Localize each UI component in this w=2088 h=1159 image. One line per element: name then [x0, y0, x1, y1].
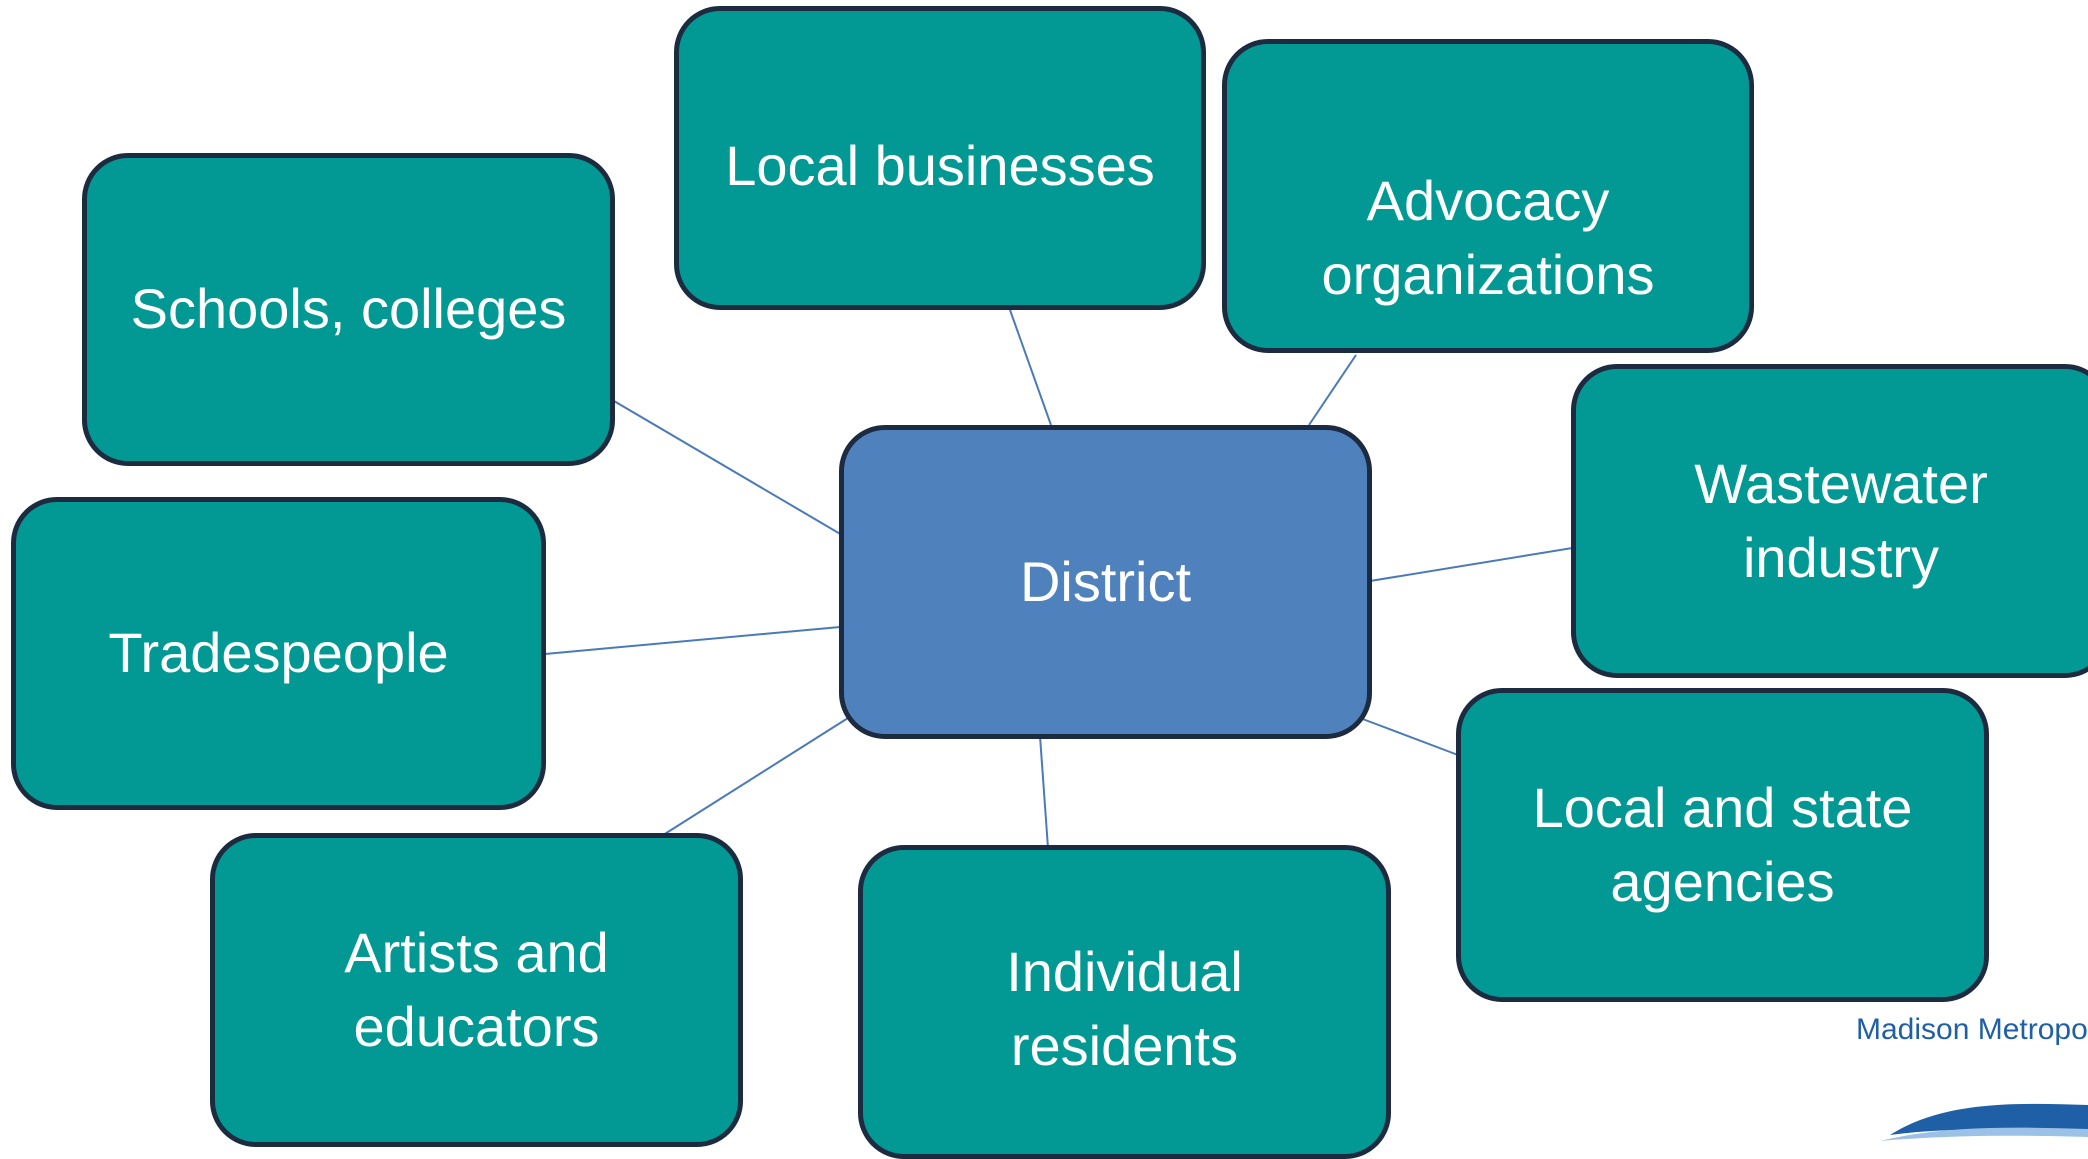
logo-swoosh-icon — [1880, 1103, 2088, 1141]
node-schools-colleges: Schools, colleges — [82, 153, 615, 466]
node-district: District — [839, 425, 1372, 739]
connector-advocacy — [1308, 354, 1357, 426]
node-advocacy-organizations: Advocacy organizations — [1222, 39, 1754, 353]
node-label: Individual residents — [1006, 940, 1243, 1078]
node-label: Local businesses — [725, 134, 1155, 197]
connector-residents — [1039, 735, 1049, 849]
connector-schools — [613, 400, 843, 536]
node-label: Wastewater industry — [1694, 451, 1988, 589]
logo-text: Madison Metropo — [1856, 1013, 2088, 1046]
node-individual-residents: Individual residents — [858, 845, 1391, 1159]
node-label: Schools, colleges — [130, 277, 567, 341]
node-label: Advocacy organizations — [1321, 169, 1655, 307]
node-tradespeople: Tradespeople — [11, 497, 546, 810]
node-wastewater-industry: Wastewater industry — [1571, 364, 2088, 678]
node-artists-educators: Artists and educators — [210, 833, 743, 1147]
connector-local-businesses — [1009, 309, 1052, 426]
node-local-state-agencies: Local and state agencies — [1456, 688, 1989, 1002]
node-label: Local and state agencies — [1532, 775, 1913, 913]
node-label: Artists and educators — [344, 920, 609, 1058]
connector-agencies — [1359, 717, 1459, 756]
node-local-businesses: Local businesses — [674, 6, 1206, 310]
hub-label: District — [1019, 549, 1192, 613]
node-label: Tradespeople — [108, 621, 449, 685]
connector-tradespeople — [544, 626, 841, 655]
connector-artists — [659, 717, 849, 838]
madison-metropolitan-logo: Madison Metropo — [1850, 1005, 2088, 1154]
